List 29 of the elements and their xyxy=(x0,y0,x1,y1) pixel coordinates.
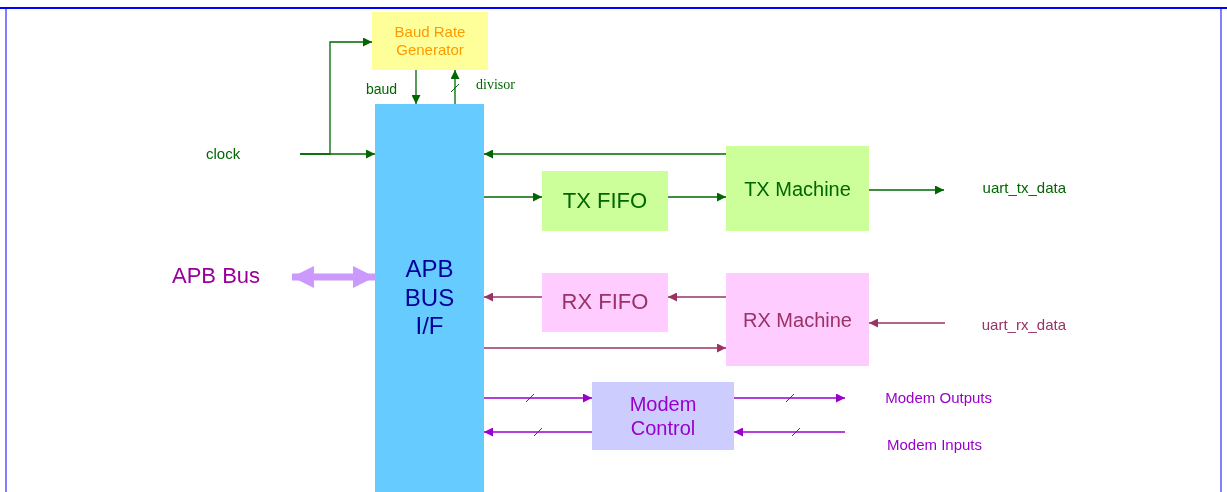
signal-label: Modem Outputs xyxy=(845,388,992,408)
arrow xyxy=(733,427,846,437)
process-box: RX FIFO xyxy=(542,273,668,332)
arrow xyxy=(483,192,543,202)
process-box: Modem Control xyxy=(592,382,734,450)
arrow xyxy=(483,427,593,437)
signal-label: clock xyxy=(206,144,300,164)
process-box: TX Machine xyxy=(726,146,869,231)
process-box: RX Machine xyxy=(726,273,869,366)
arrow xyxy=(299,37,373,155)
arrow xyxy=(450,69,460,105)
arrow xyxy=(411,69,421,105)
arrow xyxy=(483,393,593,403)
arrow xyxy=(483,292,543,302)
arrow xyxy=(868,185,945,195)
signal-label: uart_rx_data xyxy=(945,315,1066,335)
arrow xyxy=(667,292,727,302)
arrow xyxy=(868,318,946,328)
edge-label: baud xyxy=(364,81,400,97)
arrow xyxy=(483,343,727,353)
process-box: Baud Rate Generator xyxy=(372,12,488,70)
process-box: APB BUS I/F xyxy=(375,104,484,492)
arrow xyxy=(667,192,727,202)
signal-label: Modem Inputs xyxy=(845,422,982,454)
arrow xyxy=(483,149,727,159)
bus-label: APB Bus xyxy=(172,262,292,290)
signal-label: uart_tx_data xyxy=(944,178,1066,198)
arrow xyxy=(733,393,846,403)
process-box: TX FIFO xyxy=(542,171,668,231)
